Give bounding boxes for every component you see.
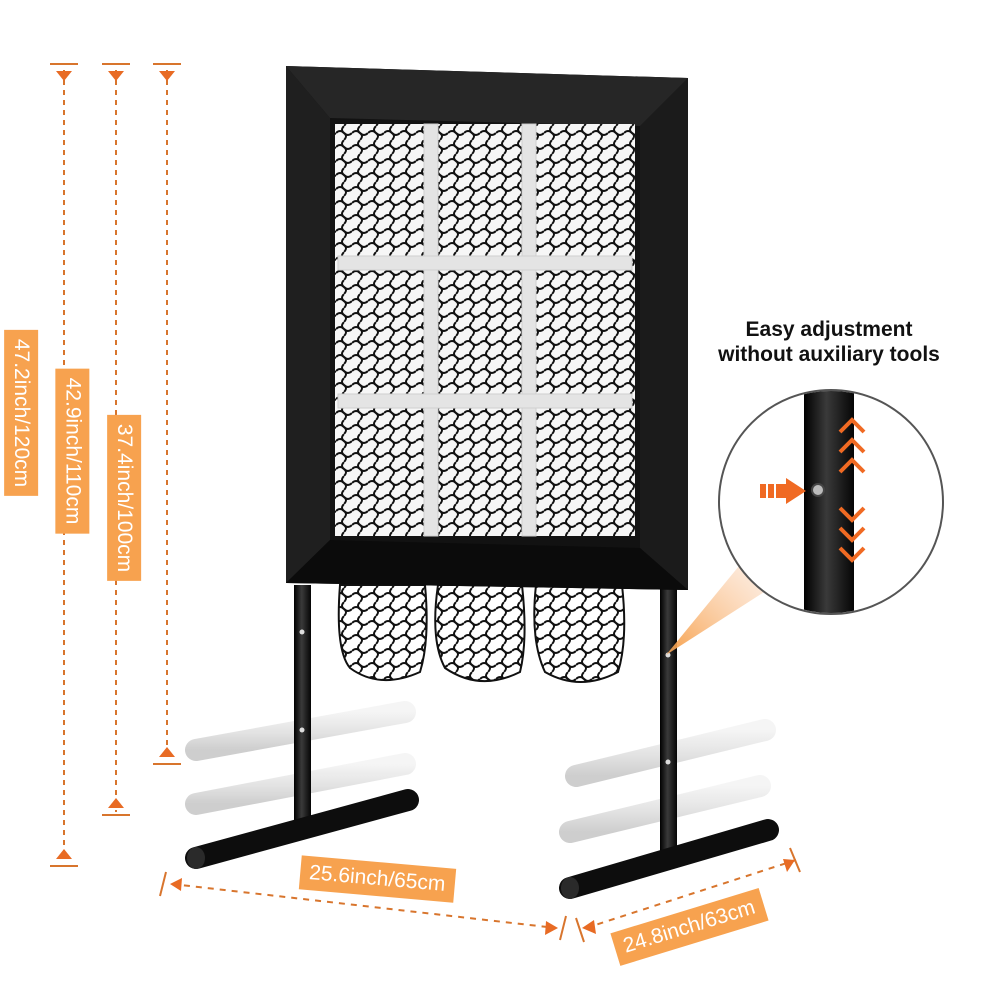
pointer-arrow-icon	[760, 478, 806, 504]
height-arrowheads	[56, 71, 175, 859]
left-stand	[185, 585, 419, 869]
callout-line-2: without auxiliary tools	[718, 343, 940, 366]
width-dimension-line	[159, 847, 801, 943]
width-arrowheads	[170, 859, 795, 935]
low-height-label: 37.4inch/100cm	[107, 414, 142, 582]
ghost-adjust-bars	[185, 701, 776, 843]
callout-line-1: Easy adjustment	[745, 318, 913, 341]
zoom-callout	[666, 389, 944, 655]
right-stand	[559, 585, 779, 899]
net-grid	[335, 123, 635, 537]
chevron-up-icon	[838, 417, 866, 474]
net-pockets	[337, 584, 626, 683]
mid-height-label: 42.9inch/110cm	[55, 368, 90, 534]
total-height-label: 47.2inch/120cm	[4, 329, 39, 497]
chevron-down-icon	[838, 506, 866, 563]
callout-caption: Easy adjustment without auxiliary tools	[700, 317, 958, 367]
